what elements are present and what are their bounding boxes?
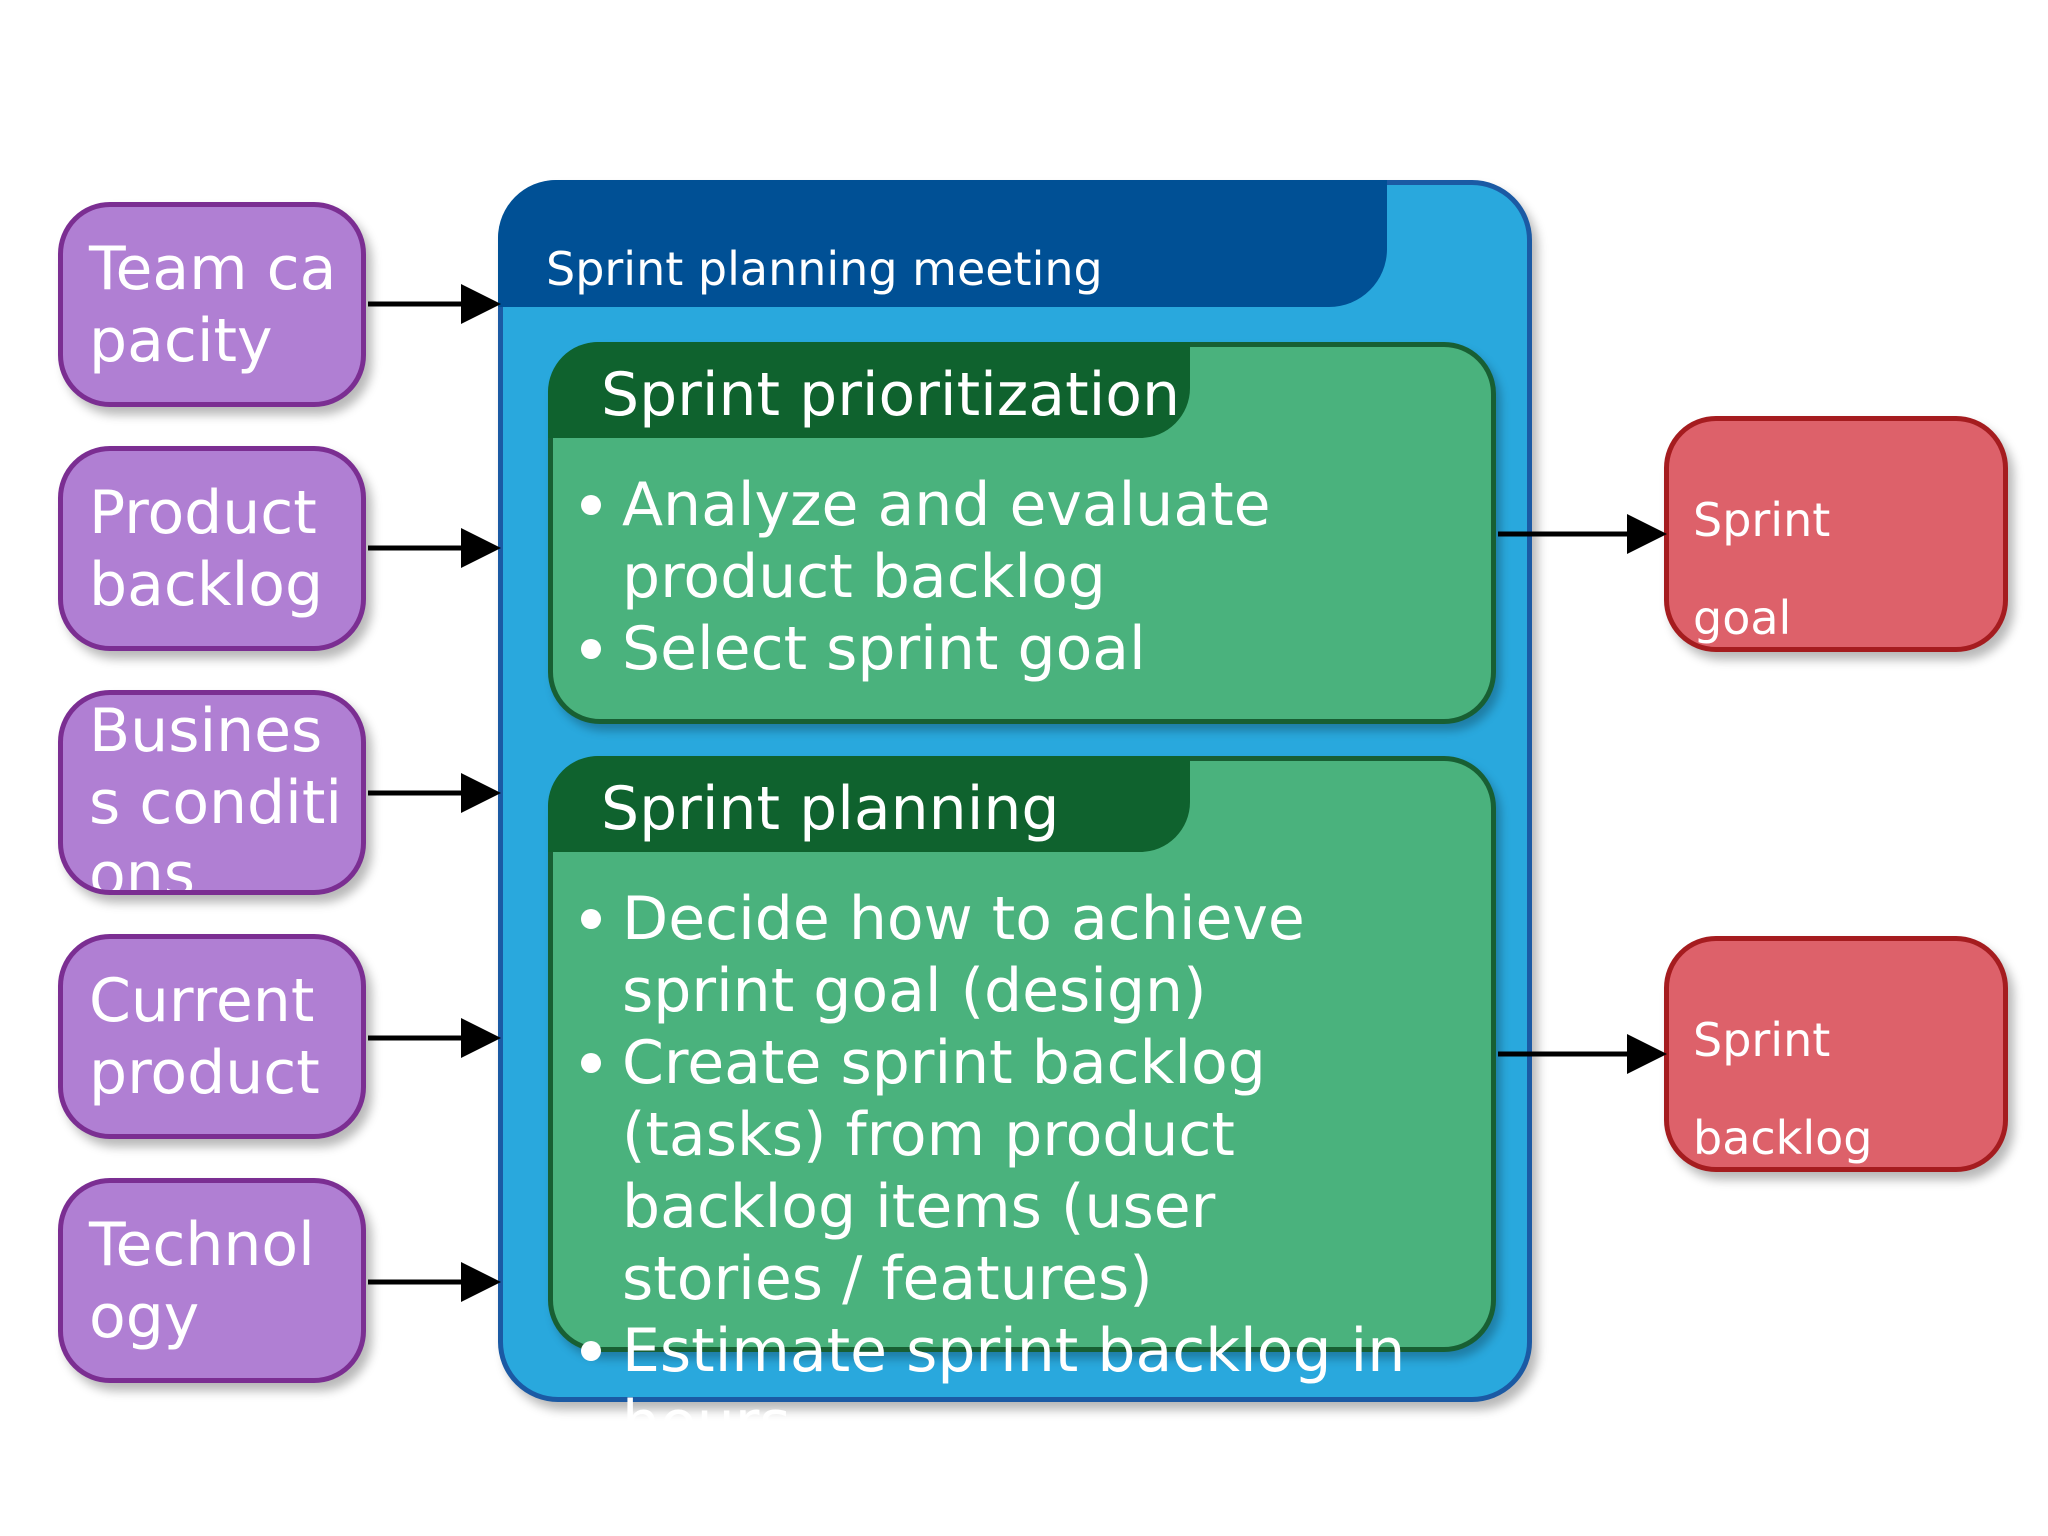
phase-title: Sprint prioritization bbox=[601, 360, 1180, 430]
input-label: Current product bbox=[89, 966, 320, 1108]
output-label: Sprint goal bbox=[1693, 493, 1831, 645]
input-team-capacity: Team capacity bbox=[58, 202, 366, 407]
list-item: Decide how to achieve sprint goal (desig… bbox=[577, 883, 1417, 1027]
list-item: Analyze and evaluate product backlog bbox=[577, 469, 1417, 613]
output-sprint-goal: Sprint goal bbox=[1664, 416, 2008, 652]
input-label: Business conditions bbox=[89, 696, 343, 895]
list-item: Select sprint goal bbox=[577, 613, 1417, 685]
phase-header bbox=[548, 756, 1190, 852]
bullet-icon bbox=[581, 495, 601, 515]
list-item-text: Estimate sprint backlog in hours bbox=[622, 1316, 1406, 1458]
input-label: Technology bbox=[89, 1210, 315, 1352]
list-item: Create sprint backlog (tasks) from produ… bbox=[577, 1027, 1417, 1315]
output-label: Sprint backlog bbox=[1693, 1013, 1873, 1165]
phase-title: Sprint planning bbox=[601, 774, 1060, 844]
input-product-backlog: Product backlog bbox=[58, 446, 366, 651]
input-business-conditions: Business conditions bbox=[58, 690, 366, 895]
bullet-icon bbox=[581, 909, 601, 929]
list-item: Estimate sprint backlog in hours bbox=[577, 1315, 1417, 1459]
bullet-icon bbox=[581, 1341, 601, 1361]
input-label: Team capacity bbox=[89, 234, 337, 376]
phase-item-list: Decide how to achieve sprint goal (desig… bbox=[577, 883, 1417, 1459]
phase-sprint-prioritization: Analyze and evaluate product backlog Sel… bbox=[548, 342, 1496, 724]
list-item-text: Select sprint goal bbox=[622, 614, 1146, 684]
output-sprint-backlog: Sprint backlog bbox=[1664, 936, 2008, 1172]
meeting-title: Sprint planning meeting bbox=[546, 242, 1103, 296]
bullet-icon bbox=[581, 1053, 601, 1073]
list-item-text: Create sprint backlog (tasks) from produ… bbox=[622, 1028, 1266, 1314]
phase-sprint-planning: Sprint planning Decide how to achieve sp… bbox=[548, 756, 1496, 1458]
phase-header bbox=[548, 342, 1190, 438]
meeting-header bbox=[498, 180, 1387, 307]
list-item-text: Decide how to achieve sprint goal (desig… bbox=[622, 884, 1305, 1026]
input-current-product: Current product bbox=[58, 934, 366, 1139]
input-technology: Technology bbox=[58, 1178, 366, 1383]
phase-item-list: Analyze and evaluate product backlog Sel… bbox=[577, 469, 1417, 685]
bullet-icon bbox=[581, 639, 601, 659]
input-label: Product backlog bbox=[89, 478, 324, 620]
list-item-text: Analyze and evaluate product backlog bbox=[622, 470, 1271, 612]
